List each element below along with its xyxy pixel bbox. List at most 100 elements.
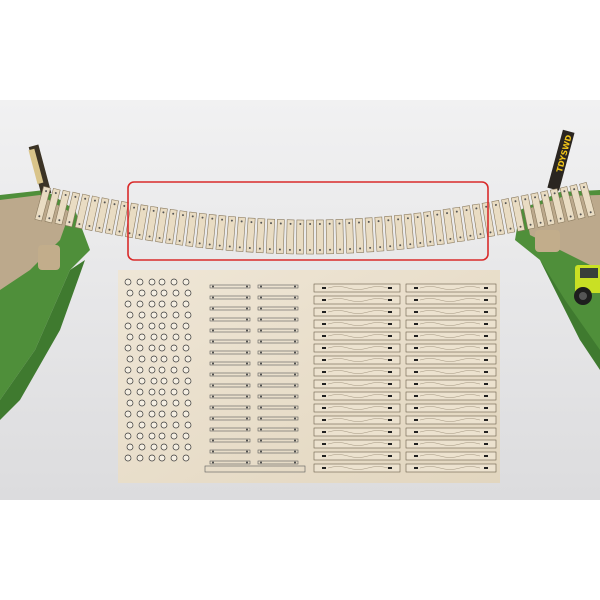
link-rod bbox=[209, 438, 251, 443]
deck-board bbox=[405, 343, 497, 353]
rivet-hole bbox=[158, 432, 166, 440]
rivet-hole bbox=[160, 443, 168, 451]
rivet-hole bbox=[126, 421, 134, 429]
link-rod bbox=[209, 339, 251, 344]
bridge-plank bbox=[135, 204, 149, 240]
rivet-hole bbox=[170, 300, 178, 308]
link-rod bbox=[257, 350, 299, 355]
rivet-hole bbox=[150, 311, 158, 319]
rivet-hole bbox=[124, 322, 132, 330]
rivet-hole bbox=[126, 311, 134, 319]
rivet-hole bbox=[138, 421, 146, 429]
deck-board bbox=[405, 355, 497, 365]
rivet-hole bbox=[138, 289, 146, 297]
rivet-hole bbox=[124, 432, 132, 440]
rivet-hole bbox=[160, 421, 168, 429]
bridge-plank bbox=[64, 191, 81, 228]
bridge-plank bbox=[384, 215, 395, 251]
link-rod bbox=[209, 295, 251, 300]
rivet-hole bbox=[148, 278, 156, 286]
deck-board bbox=[405, 391, 497, 401]
bridge-plank bbox=[185, 211, 198, 247]
bridge-plank bbox=[393, 214, 405, 250]
link-rod bbox=[209, 449, 251, 454]
rivet-hole bbox=[138, 377, 146, 385]
rivet-hole bbox=[170, 344, 178, 352]
rivet-hole bbox=[148, 300, 156, 308]
rivet-hole bbox=[124, 388, 132, 396]
bridge-plank bbox=[306, 219, 314, 255]
rivet-hole bbox=[124, 278, 132, 286]
rivet-hole bbox=[184, 355, 192, 363]
link-rod bbox=[257, 416, 299, 421]
bridge-plank bbox=[374, 216, 385, 252]
rivet-hole bbox=[182, 388, 190, 396]
rivet-hole bbox=[170, 388, 178, 396]
rivet-hole bbox=[160, 399, 168, 407]
rivet-hole bbox=[126, 289, 134, 297]
rivet-hole bbox=[150, 289, 158, 297]
link-rod bbox=[257, 427, 299, 432]
link-rod bbox=[257, 383, 299, 388]
deck-board bbox=[405, 379, 497, 389]
rivet-hole bbox=[124, 454, 132, 462]
bridge-plank bbox=[355, 218, 365, 253]
link-rod bbox=[257, 405, 299, 410]
bridge-plank bbox=[423, 211, 435, 247]
bridge-plank bbox=[530, 192, 546, 228]
bridge-plank bbox=[255, 218, 266, 254]
link-rod bbox=[257, 361, 299, 366]
bridge-plank bbox=[74, 193, 90, 230]
deck-board bbox=[405, 319, 497, 329]
rivet-hole bbox=[184, 421, 192, 429]
bridge-plank bbox=[114, 201, 129, 237]
rc-truck-icon bbox=[574, 265, 600, 305]
rivet-hole bbox=[136, 278, 144, 286]
rivet-hole bbox=[150, 443, 158, 451]
rivet-hole bbox=[150, 399, 158, 407]
rivet-hole bbox=[182, 432, 190, 440]
rivet-hole bbox=[182, 344, 190, 352]
rivet-hole bbox=[158, 300, 166, 308]
bridge-plank bbox=[442, 208, 455, 244]
link-rod bbox=[209, 427, 251, 432]
rivet-hole bbox=[172, 333, 180, 341]
rivet-hole bbox=[138, 355, 146, 363]
bridge-plank bbox=[491, 200, 505, 236]
rivet-hole bbox=[170, 278, 178, 286]
deck-board bbox=[313, 295, 401, 305]
deck-boards bbox=[313, 283, 497, 473]
long-link bbox=[204, 465, 306, 473]
bridge-plank bbox=[510, 196, 526, 232]
rivet-hole bbox=[150, 355, 158, 363]
link-rod bbox=[257, 394, 299, 399]
bridge-plank bbox=[432, 209, 445, 246]
deck-board bbox=[405, 307, 497, 317]
rivet-hole bbox=[124, 300, 132, 308]
link-rod bbox=[257, 460, 299, 465]
bridge-plank bbox=[335, 219, 344, 254]
link-rod bbox=[209, 394, 251, 399]
bridge-plank bbox=[235, 216, 246, 252]
laser-cut-sheet bbox=[118, 270, 500, 483]
rivet-hole bbox=[136, 388, 144, 396]
bridge-plank bbox=[462, 205, 475, 241]
rivet-hole bbox=[148, 410, 156, 418]
bridge-plank bbox=[579, 181, 596, 218]
bridge-plank bbox=[104, 199, 120, 235]
link-rod bbox=[209, 328, 251, 333]
deck-board bbox=[405, 451, 497, 461]
link-rod bbox=[257, 284, 299, 289]
rivet-hole bbox=[158, 410, 166, 418]
rivet-hole bbox=[172, 311, 180, 319]
rivet-hole bbox=[158, 366, 166, 374]
deck-board bbox=[405, 427, 497, 437]
bridge-plank bbox=[549, 188, 566, 224]
rivet-hole bbox=[158, 322, 166, 330]
deck-board bbox=[313, 463, 401, 473]
rivet-hole bbox=[138, 443, 146, 451]
rivet-hole bbox=[170, 322, 178, 330]
rivet-hole bbox=[182, 410, 190, 418]
deck-board bbox=[313, 403, 401, 413]
rivet-hole bbox=[184, 377, 192, 385]
